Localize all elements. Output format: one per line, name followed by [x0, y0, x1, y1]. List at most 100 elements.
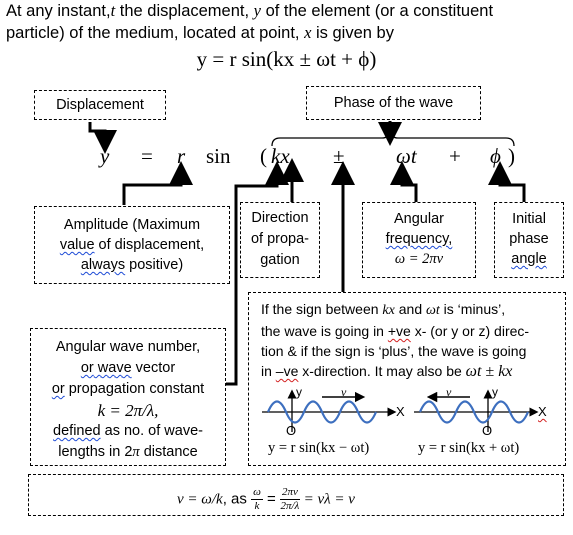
amplitude-connector [122, 161, 193, 205]
intro-line-1: At any instant,t the displacement, y of … [6, 0, 568, 22]
fraction-omega-k: ω k [251, 486, 263, 513]
right-wave-y-label: y [492, 385, 498, 399]
sign-note-word: x- (or y or z) direc- [410, 323, 530, 339]
angular-line: Angular [394, 211, 444, 227]
velocity-part: = νλ = v [299, 491, 355, 508]
left-wave-v-label: v [341, 385, 347, 399]
amplitude-word: of displacement, [94, 237, 205, 253]
amplitude-line: Amplitude (Maximum [63, 217, 201, 233]
amplitude-line: always positive) [35, 255, 229, 275]
amplitude-word: always [80, 257, 126, 273]
var-x: x [304, 23, 312, 42]
intro-text-part: the displacement, [115, 2, 254, 20]
wave-number-word: wave [93, 360, 132, 376]
phase-label: Phase of the wave [333, 95, 454, 111]
wave-number-line: or wave vector [31, 358, 225, 379]
intro-text-part: is given by [311, 24, 394, 42]
wave-number-word: vector [131, 360, 176, 376]
intro-text-part: of the element (or a constituent [260, 2, 494, 20]
eq-plus: + [449, 144, 461, 168]
eq-equals: = [141, 144, 153, 168]
sign-note-line: the wave is going in +ve x- (or y or z) … [261, 321, 565, 341]
fraction-numerator: 2πν [279, 486, 300, 500]
direction-line: of propa- [250, 231, 310, 247]
sign-note-word: ωt ± kx [465, 363, 513, 380]
sign-note-word: –ve [275, 363, 299, 379]
wave-number-label: Angular wave number, or wave vector or p… [31, 329, 225, 463]
sign-note-line: tion & if the sign is ‘plus’, the wave i… [261, 343, 527, 359]
sign-note-word: in [261, 363, 276, 379]
sign-note-box: If the sign between kx and ωt is ‘minus’… [248, 292, 566, 466]
left-sine-wave [266, 400, 378, 424]
sign-note-word: is ‘minus’, [439, 301, 506, 317]
wave-number-word: defined [53, 423, 101, 439]
var-y: y [253, 1, 261, 20]
wave-number-line: defined as no. of wave- [31, 421, 225, 442]
right-wave-equation: y = r sin(kx + ωt) [418, 440, 520, 456]
fraction-numerator: ω [251, 486, 263, 500]
velocity-box: v = ω/k, as ω k = 2πν 2π/λ = νλ = v [28, 474, 564, 516]
eq-y: y [100, 144, 110, 168]
sign-note-word: ωt [426, 303, 440, 318]
intro-text-part: At any instant, [6, 2, 111, 20]
left-wave-x-label: X [396, 404, 405, 419]
fraction-denominator: 2π/λ [280, 500, 300, 512]
phase-brace [271, 130, 515, 147]
wave-number-line: lengths in 2π distance [31, 442, 225, 463]
sign-note-line: in –ve x-direction. It may also be ωt ± … [261, 361, 565, 382]
initial-line: phase [509, 231, 549, 247]
wave-number-word: or [80, 360, 94, 376]
fraction-2piv-2pi-lambda: 2πν 2π/λ [279, 486, 300, 513]
initial-phase-connector [488, 161, 526, 202]
wave-number-word: as no. of wave- [100, 423, 203, 439]
intro-text-part: particle) of the medium, located at poin… [6, 24, 305, 42]
wave-number-line: Angular wave number, [55, 339, 201, 355]
left-wave-y-label: y [296, 385, 302, 399]
intro-text: At any instant,t the displacement, y of … [6, 0, 568, 44]
angular-frequency-box: Angular frequency, ω = 2πν [362, 202, 476, 278]
wave-number-box: Angular wave number, or wave vector or p… [30, 328, 226, 466]
angular-connector [390, 161, 418, 202]
wave-number-word: distance [139, 444, 198, 460]
left-wave-graph [262, 389, 397, 432]
intro-line-2: particle) of the medium, located at poin… [6, 22, 568, 44]
amplitude-word: positive) [125, 257, 184, 273]
direction-line: Direction [251, 210, 309, 226]
eq-phi: ϕ [490, 144, 501, 168]
direction-label: Direction of propa- gation [241, 203, 319, 271]
eq-open-paren: ( [260, 144, 267, 168]
fraction-denominator: k [254, 500, 260, 512]
right-wave-v-label: v [446, 385, 452, 399]
initial-phase-label: Initial phase angle [495, 203, 563, 269]
amplitude-line: value of displacement, [35, 235, 229, 255]
wave-number-formula: k = 2π/λ, [97, 401, 159, 420]
left-wave-equation: y = r sin(kx − ωt) [268, 440, 370, 456]
angular-line: frequency, [385, 231, 453, 247]
eq-plus-minus: ± [333, 144, 345, 168]
sign-note-word: and [394, 301, 426, 317]
angular-formula: ω = 2πν [394, 251, 444, 267]
eq-r: r [177, 144, 186, 168]
sign-note-word: If the sign between [261, 301, 383, 317]
velocity-part: = [262, 490, 280, 508]
direction-box: Direction of propa- gation [240, 202, 320, 278]
right-wave-graph [414, 389, 539, 432]
phase-box: Phase of the wave [306, 86, 481, 120]
amplitude-label: Amplitude (Maximum value of displacement… [35, 207, 229, 275]
eq-close-paren: ) [508, 144, 515, 168]
initial-line: angle [511, 251, 547, 267]
right-wave-origin-label: O [482, 423, 493, 438]
sign-note-word: +ve [387, 323, 411, 339]
wave-number-word: or [51, 381, 65, 397]
sign-note-line: If the sign between kx and ωt is ‘minus’… [261, 299, 565, 321]
wave-number-word: lengths in 2 [58, 444, 133, 460]
sign-note-word: the wave is going in [261, 323, 388, 339]
main-equation: y = r sin(kx ± ωt + ϕ) [196, 47, 377, 71]
velocity-equation: v = ω/k, as ω k = 2πν 2π/λ = νλ = v [177, 486, 355, 513]
wave-number-word: propagation constant [64, 381, 205, 397]
sign-note-text: If the sign between kx and ωt is ‘minus’… [249, 293, 565, 382]
wave-number-line: or propagation constant [31, 379, 225, 400]
amplitude-box: Amplitude (Maximum value of displacement… [34, 206, 230, 284]
displacement-label: Displacement [56, 97, 144, 113]
